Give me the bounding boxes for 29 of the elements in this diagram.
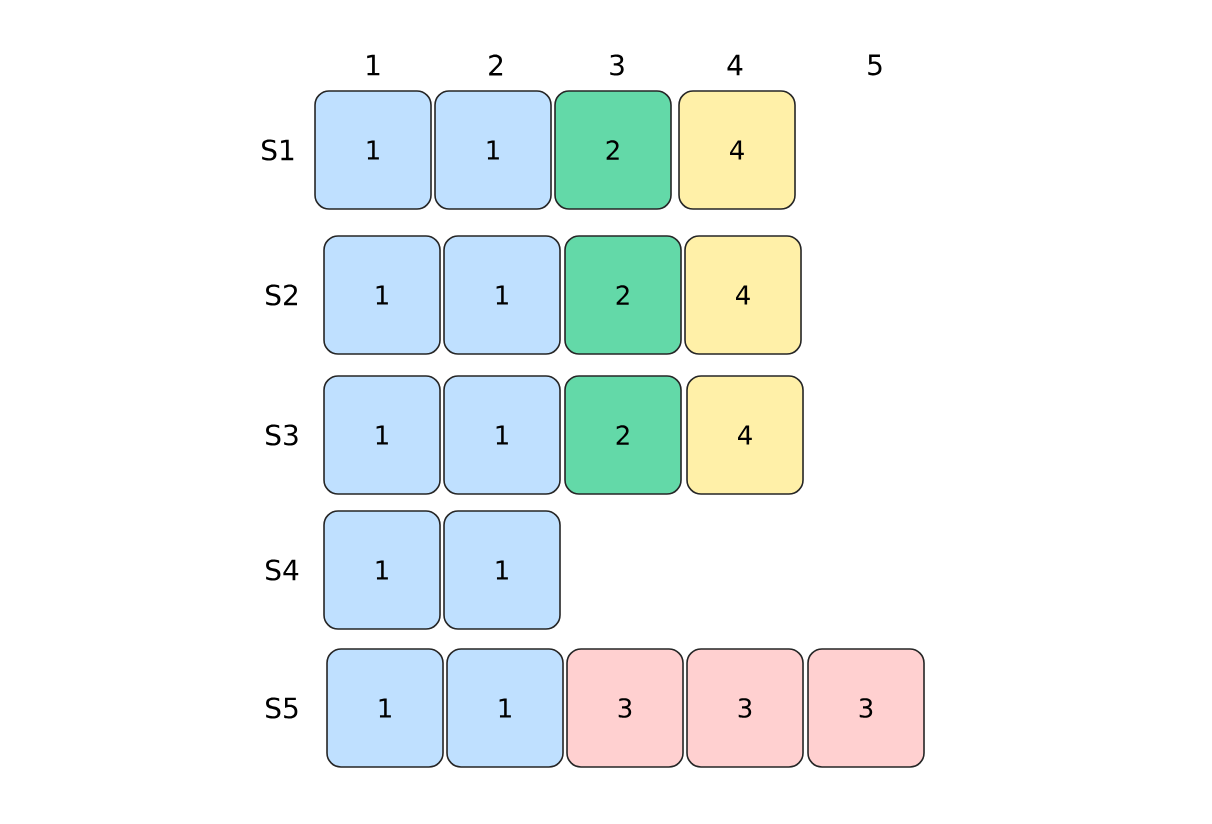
grid-cell: 1	[314, 90, 432, 210]
grid-cell: 4	[684, 235, 802, 355]
column-number: 4	[727, 54, 743, 76]
row-label: S1	[262, 139, 294, 161]
grid-cell: 1	[323, 235, 441, 355]
column-number: 2	[489, 54, 503, 76]
grid-cell: 2	[564, 235, 682, 355]
grid-cell: 3	[686, 648, 804, 768]
grid-cell: 2	[554, 90, 672, 210]
row-label: S4	[266, 559, 299, 581]
grid-cell: 4	[686, 375, 804, 495]
grid-cell: 1	[446, 648, 564, 768]
grid-cell: 1	[443, 375, 561, 495]
column-number: 3	[610, 54, 624, 76]
grid-cell: 4	[678, 90, 796, 210]
grid-cell: 3	[807, 648, 925, 768]
grid-cell: 2	[564, 375, 682, 495]
row-label: S3	[266, 424, 298, 446]
grid-cell: 3	[566, 648, 684, 768]
grid-cell: 1	[323, 375, 441, 495]
row-label: S2	[266, 284, 297, 306]
grid-cell: 1	[443, 510, 561, 630]
row-label: S5	[266, 697, 298, 719]
column-number: 1	[367, 54, 380, 76]
grid-cell: 1	[434, 90, 552, 210]
grid-cell: 1	[326, 648, 444, 768]
grid-cell: 1	[443, 235, 561, 355]
grid-cell: 1	[323, 510, 441, 630]
column-number: 5	[868, 54, 882, 76]
